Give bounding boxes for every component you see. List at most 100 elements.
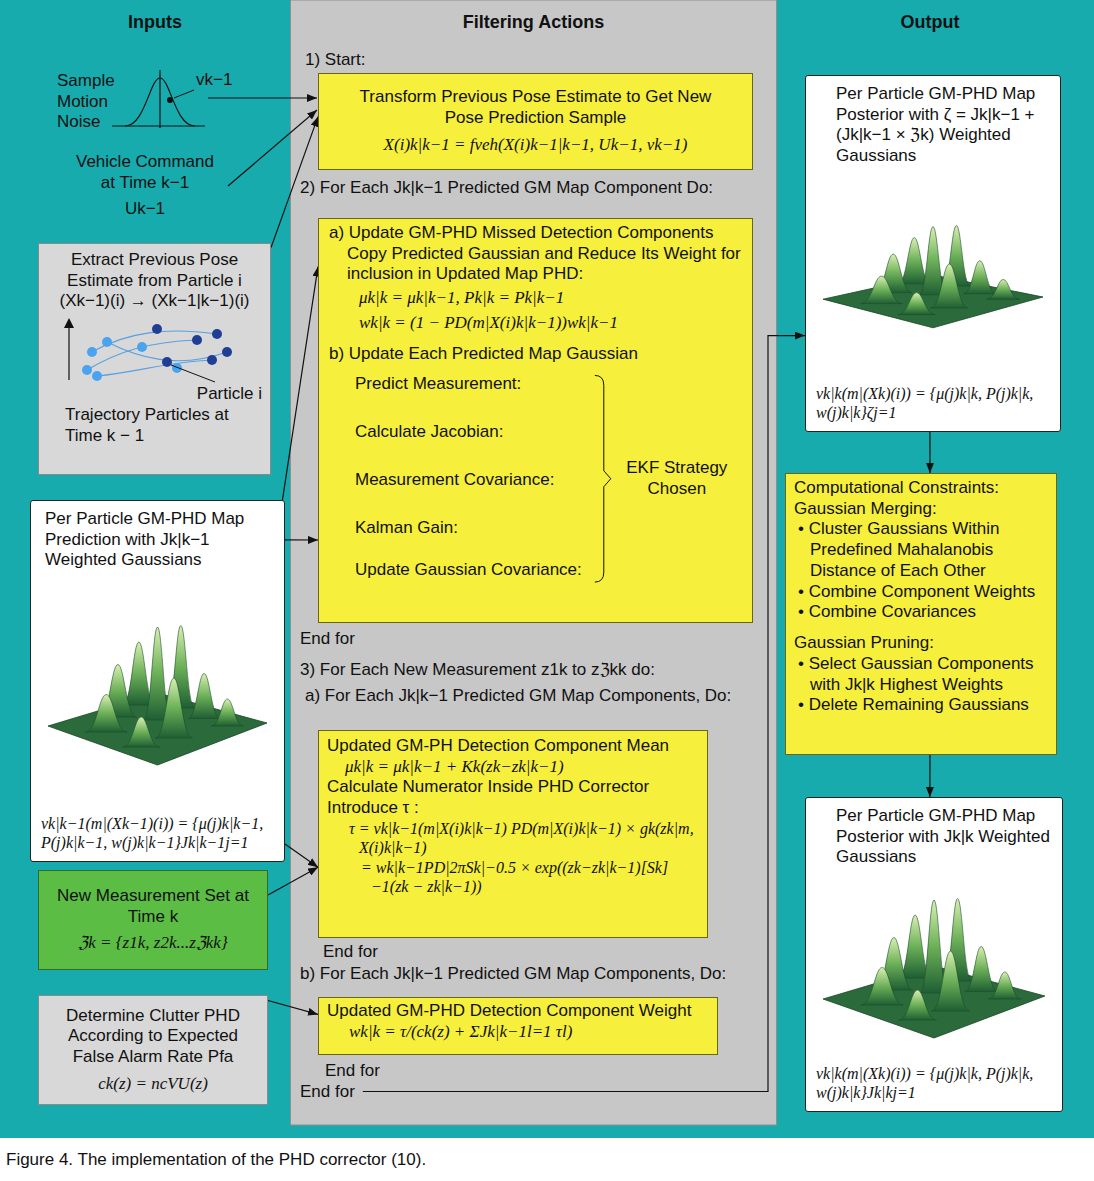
box-text: • Combine Covariances [794, 602, 1048, 623]
box-text: Calculate Numerator Inside PHD Corrector [327, 777, 699, 798]
particle-dot [207, 355, 217, 365]
gaussian-map-surface [41, 618, 274, 768]
process-box: Transform Previous Pose Estimate to Get … [318, 73, 753, 170]
gaussian-peak [965, 947, 998, 992]
gaussian-map-surface [816, 220, 1050, 330]
box-text: End for [325, 1061, 380, 1082]
box-text: Determine Clutter PHD According to Expec… [47, 1006, 259, 1068]
box-text: Gaussian Merging: [794, 499, 1048, 520]
input-label: Uk−1 [70, 199, 220, 220]
box-text: = wk|k−1PD|2πSk|−0.5 × exp((zk−zk|k−1)[S… [327, 858, 699, 897]
box-text: Updated GM-PH Detection Component Mean [327, 736, 699, 757]
input-label: vk−1 [196, 70, 232, 91]
gaussian-peak [988, 972, 1021, 999]
arrow-head [64, 318, 74, 328]
gaussian-peak [987, 280, 1020, 300]
box-text: Calculate Jacobian: [329, 422, 742, 443]
input-label: Inputs [95, 12, 215, 34]
noise-axis [159, 70, 160, 128]
gaussian-peak [860, 277, 902, 305]
box-text: End for [300, 1082, 355, 1103]
box-text: a) Update GM-PHD Missed Detection Compon… [329, 223, 742, 285]
box-text: ℨk = {z1k, z2k...zℨkk} [47, 933, 259, 954]
gaussian-peak [899, 990, 937, 1020]
gaussian-peak [155, 678, 192, 738]
connector-arrow [268, 1001, 318, 1015]
process-band: Filtering Actions1) Start:2) For Each Jk… [290, 0, 777, 1125]
gaussian-peak [932, 951, 970, 1011]
trajectory-curve [97, 360, 212, 376]
process-box: Updated GM-PHD Detection Component Weigh… [318, 997, 718, 1055]
box-text: μk|k = μk|k−1, Pk|k = Pk|k−1 [329, 288, 742, 309]
box-text: ck(z) = ncVU(z) [47, 1074, 259, 1095]
particle-dot [87, 347, 97, 357]
box-text: Particle i [47, 384, 262, 405]
box-text: Extract Previous Pose Estimate from Part… [47, 250, 262, 312]
input-label: Output [870, 12, 990, 34]
box-text: Per Particle GM-PHD Map Prediction with … [41, 509, 274, 571]
box-text: X(i)k|k−1 = fveh(X(i)k−1|k−1, Uk−1, vk−1… [343, 135, 728, 156]
box-text: vk|k(m|(Xk)(i)) = {μ(j)k|k, P(j)k|k, w(j… [816, 384, 1050, 423]
box-text: End for [300, 629, 355, 650]
illustration [816, 891, 1052, 1041]
gaussian-peak [211, 699, 244, 726]
connector-arrow [929, 432, 930, 473]
process-box: Per Particle GM-PHD Map Posterior with J… [805, 797, 1063, 1112]
box-text: • Combine Component Weights [794, 582, 1048, 603]
box-text: Update Gaussian Covariance: [329, 560, 742, 581]
process-box: New Measurement Set at Time kℨk = {z1k, … [38, 870, 268, 970]
particle-dot [222, 347, 232, 357]
box-text: Filtering Actions [290, 12, 777, 34]
input-label: Sample Motion Noise [57, 71, 129, 133]
particle-dot [92, 371, 102, 381]
connector-arrow [285, 844, 318, 867]
leader-line [171, 365, 215, 382]
figure-caption: Figure 4. The implementation of the PHD … [6, 1150, 426, 1171]
particle-dot [102, 337, 112, 347]
box-text: Trajectory Particles at Time k − 1 [47, 405, 262, 446]
illustration [41, 618, 274, 768]
box-text: 2) For Each Jk|k−1 Predicted GM Map Comp… [300, 178, 713, 199]
process-box: Determine Clutter PHD According to Expec… [38, 995, 268, 1105]
box-text: 3) For Each New Measurement z1k to zℨkk … [300, 660, 655, 681]
box-text: a) For Each Jk|k−1 Predicted GM Map Comp… [305, 686, 731, 707]
teal-ground [0, 0, 1094, 1138]
particle-dot [162, 357, 172, 367]
box-text: wk|k = τ/(ck(z) + ΣJk|k−1l=1 τl) [327, 1022, 709, 1043]
trajectory-particles [47, 312, 258, 384]
illustration [816, 220, 1050, 330]
gaussian-peak [188, 673, 221, 718]
noise-curve [125, 78, 195, 126]
input-label: Vehicle Command at Time k−1 [70, 152, 220, 193]
gaussian-peak [931, 264, 968, 308]
process-box: Computational Constraints:Gaussian Mergi… [785, 473, 1057, 755]
gaussian-peak [85, 694, 127, 732]
gaussian-map-surface [816, 891, 1052, 1041]
box-text: wk|k = (1 − PD(m|X(i)k|k−1))wk|k−1 [329, 313, 742, 334]
box-text: Gaussian Pruning: [794, 633, 1048, 654]
box-text: • Select Gaussian Components with Jk|k H… [794, 654, 1048, 695]
filter-band [291, 0, 777, 1125]
input-arrow [228, 110, 317, 186]
connector-arrow [929, 755, 930, 797]
particle-dot [172, 363, 182, 373]
brace-line [595, 375, 611, 582]
particle-dot [212, 329, 222, 339]
box-text: • Cluster Gaussians Within Predefined Ma… [794, 519, 1048, 581]
box-text: Kalman Gain: [329, 518, 742, 539]
box-text: Computational Constraints: [794, 478, 1048, 499]
connector-arrow [282, 267, 318, 500]
gaussian-peak [123, 717, 160, 747]
box-text: b) Update Each Predicted Map Gaussian [329, 344, 742, 365]
input-arrow [208, 97, 317, 98]
box-text: EKF Strategy Chosen [617, 458, 737, 499]
box-text: Per Particle GM-PHD Map Posterior with J… [816, 806, 1052, 868]
box-text: τ = vk|k−1(m|X(i)k|k−1) PD(m|X(i)k|k−1) … [327, 819, 699, 858]
box-text: Predict Measurement: [329, 374, 742, 395]
upward-arrow [68, 324, 69, 380]
gaussian-peak [898, 293, 935, 315]
box-text: • Delete Remaining Gaussians [794, 695, 1048, 716]
box-text: Per Particle GM-PHD Map Posterior with ζ… [816, 84, 1050, 167]
trajectory-curve [92, 331, 217, 352]
